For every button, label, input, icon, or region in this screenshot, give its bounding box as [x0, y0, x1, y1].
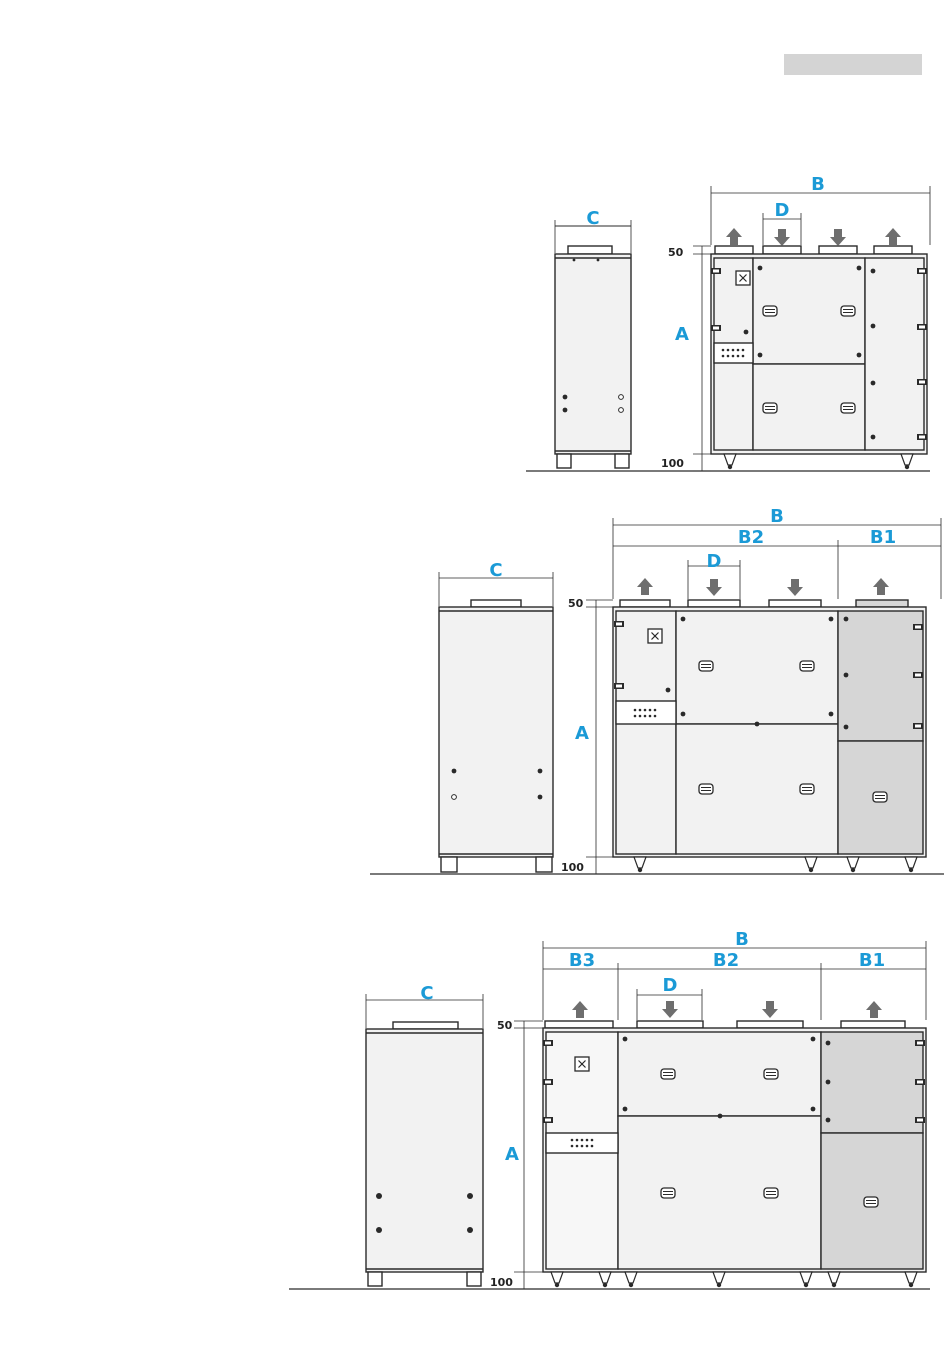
- height-label: A: [505, 1144, 519, 1165]
- bottom-offset-label: 100: [661, 457, 684, 470]
- drawing-1: C: [526, 174, 930, 471]
- section-2-label: B2: [738, 527, 764, 548]
- arrow-down-icon: [830, 229, 846, 246]
- bottom-offset-label: 100: [490, 1276, 513, 1289]
- section-1-label: B1: [870, 527, 896, 548]
- arrow-up-icon: [572, 1001, 588, 1018]
- duct-label: D: [707, 551, 722, 572]
- depth-label: C: [420, 983, 433, 1004]
- top-offset-label: 50: [668, 246, 684, 259]
- section-3-label: B3: [569, 950, 595, 971]
- top-offset-label: 50: [568, 597, 584, 610]
- width-label: B: [770, 506, 784, 527]
- duct-label: D: [775, 200, 790, 221]
- height-label: A: [675, 324, 689, 345]
- side-view: [366, 1022, 483, 1286]
- arrow-down-icon: [774, 229, 790, 246]
- width-label: B: [735, 929, 749, 950]
- arrow-down-icon: [706, 579, 722, 596]
- arrow-down-icon: [762, 1001, 778, 1018]
- arrow-down-icon: [787, 579, 803, 596]
- top-offset-label: 50: [497, 1019, 513, 1032]
- arrow-up-icon: [873, 578, 889, 595]
- arrow-down-icon: [662, 1001, 678, 1018]
- duct-label: D: [663, 975, 678, 996]
- depth-label: C: [586, 208, 599, 229]
- arrow-up-icon: [637, 578, 653, 595]
- front-view: [543, 1021, 926, 1272]
- side-view: [555, 246, 631, 468]
- arrow-up-icon: [726, 228, 742, 245]
- depth-label: C: [489, 560, 502, 581]
- arrow-up-icon: [885, 228, 901, 245]
- arrow-up-icon: [866, 1001, 882, 1018]
- width-label: B: [811, 174, 825, 195]
- drawing-3: C: [289, 929, 930, 1289]
- header-bar: [784, 54, 922, 75]
- section-2-label: B2: [713, 950, 739, 971]
- section-1-label: B1: [859, 950, 885, 971]
- drawing-2: C: [370, 506, 944, 874]
- side-view: [439, 600, 553, 872]
- height-label: A: [575, 723, 589, 744]
- bottom-offset-label: 100: [561, 861, 584, 874]
